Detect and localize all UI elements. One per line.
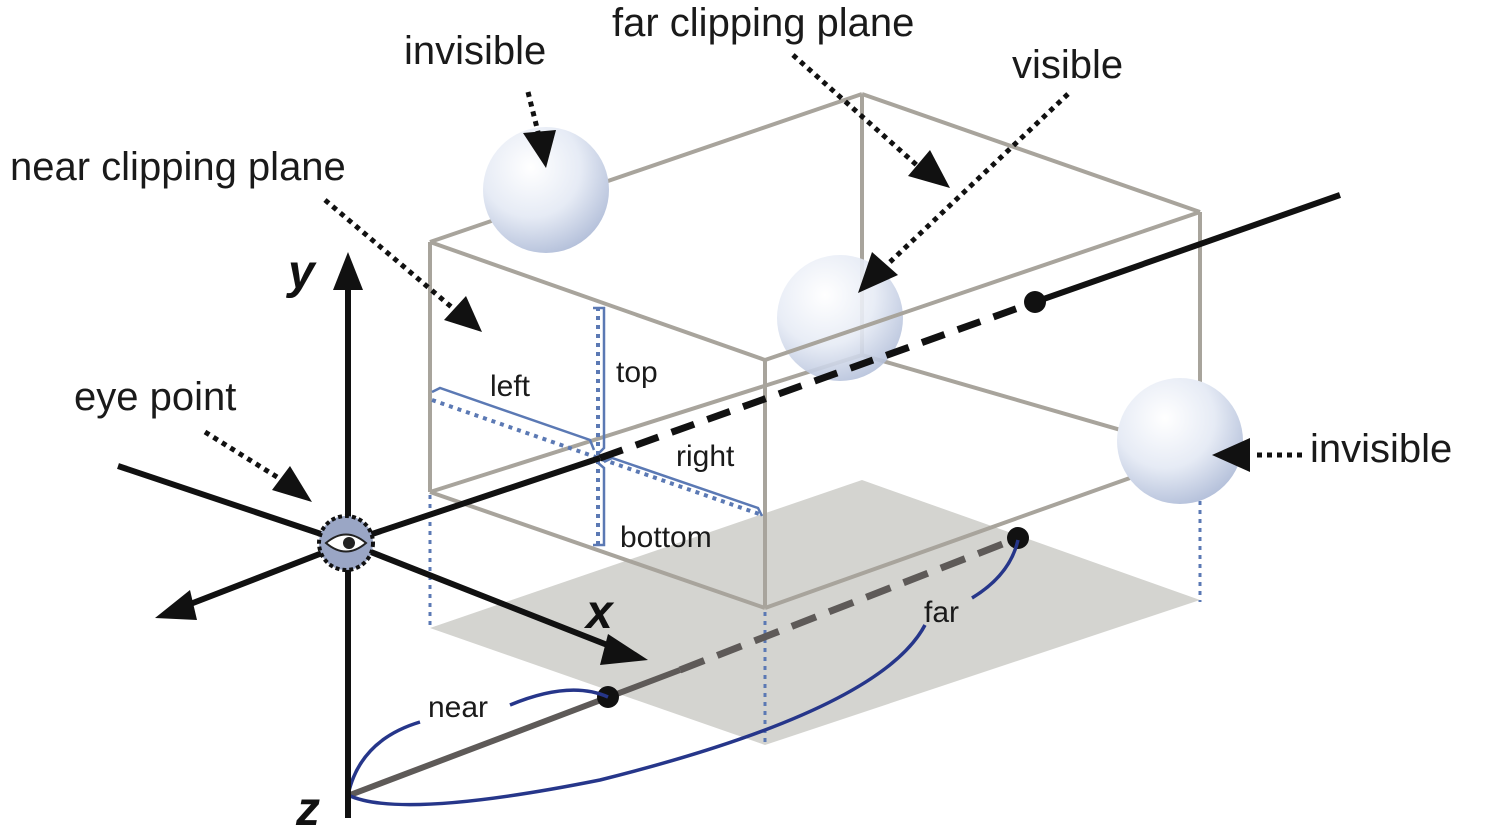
- label-far-clipping-plane: far clipping plane: [612, 1, 914, 45]
- pointer-arrowheads: [272, 130, 1250, 502]
- ground-plane: [430, 480, 1200, 745]
- frustum-box-front: [428, 92, 1202, 610]
- far-ground-marker: [1007, 527, 1029, 549]
- dimension-brackets: [431, 306, 764, 547]
- label-top: top: [616, 356, 658, 389]
- label-right: right: [676, 440, 735, 473]
- near-distance-curve: [346, 688, 609, 796]
- x-axis: [346, 540, 617, 651]
- x-axis-arrowhead: [600, 634, 648, 665]
- label-visible: visible: [1012, 43, 1123, 87]
- label-bottom: bottom: [620, 521, 712, 554]
- y-axis-arrowhead: [333, 252, 363, 290]
- sphere-invisible-right: [1117, 378, 1243, 504]
- z-axis-back: [117, 463, 349, 546]
- view-axis-dashed: [598, 298, 1037, 462]
- label-axis-x: x: [583, 586, 615, 639]
- view-axis-beyond: [1034, 192, 1341, 305]
- ground-axis-dashed: [678, 534, 1020, 674]
- far-point-marker: [1024, 291, 1046, 313]
- label-axis-y: y: [286, 246, 317, 299]
- ground-drop-lines: [428, 456, 1202, 746]
- label-axis-z: z: [295, 783, 320, 836]
- label-near: near: [428, 691, 488, 724]
- ground-axis-solid: [348, 667, 682, 798]
- label-invisible-right: invisible: [1310, 427, 1452, 471]
- far-distance-curve: [347, 539, 1020, 807]
- eye-icon: [317, 514, 375, 572]
- label-left: left: [490, 370, 531, 403]
- label-far: far: [924, 596, 959, 629]
- sphere-invisible-top: [483, 127, 609, 253]
- label-eye-point: eye point: [74, 375, 236, 419]
- view-axis-solid: [344, 455, 601, 546]
- label-invisible-top: invisible: [404, 29, 546, 73]
- label-near-clipping-plane: near clipping plane: [10, 145, 346, 189]
- z-axis-arrowhead: [155, 590, 197, 620]
